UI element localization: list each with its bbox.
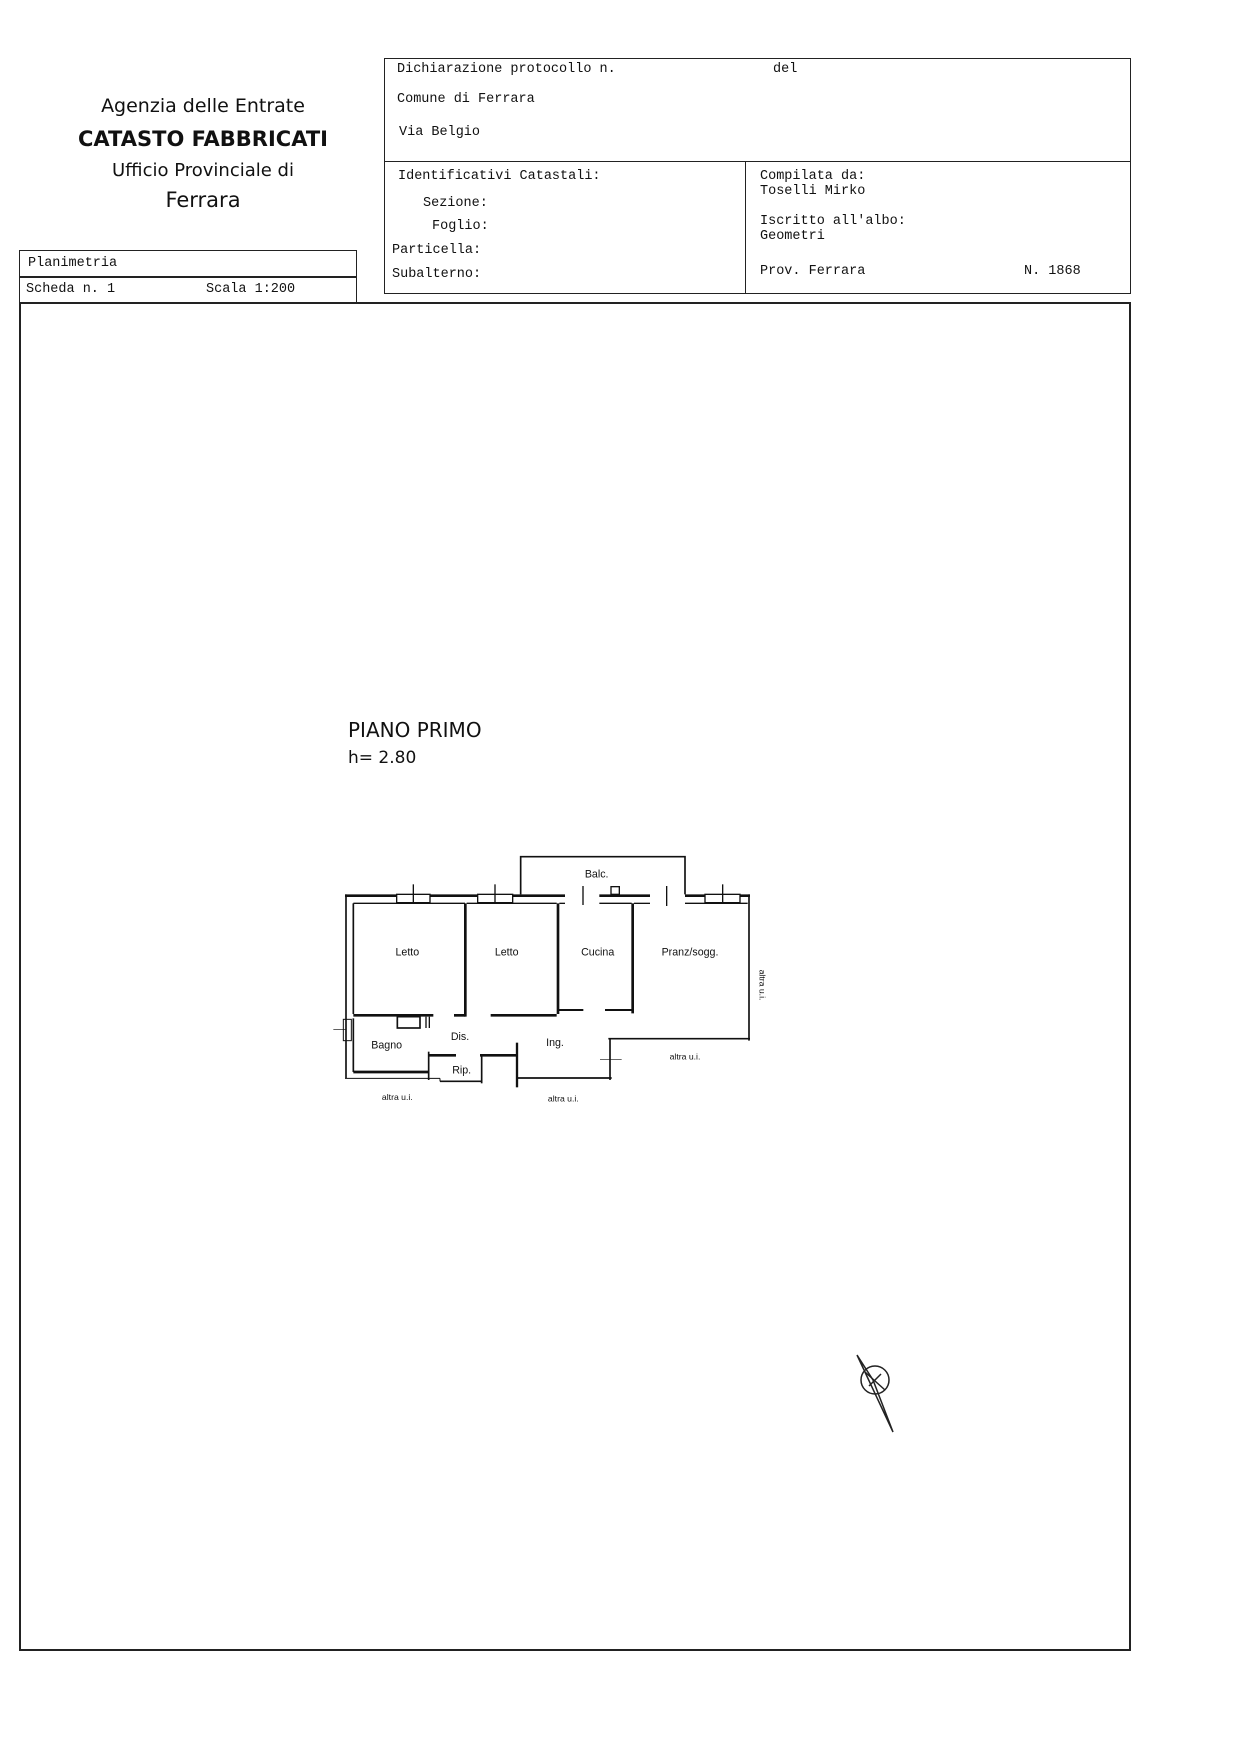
divider: [19, 276, 357, 278]
room-label-letto: Letto: [395, 946, 419, 958]
floor-height: h= 2.80: [348, 748, 417, 768]
comune: Comune di Ferrara: [397, 92, 535, 107]
door-marks: [333, 884, 724, 1060]
albo-label: Iscritto all'albo:: [760, 214, 906, 229]
province: Prov. Ferrara: [760, 264, 866, 279]
room-label-disimpegno: Dis.: [451, 1031, 469, 1043]
protocol-label: Dichiarazione protocollo n.: [397, 62, 616, 77]
albo-value: Geometri: [760, 229, 825, 244]
room-label-ingresso: Ing.: [546, 1037, 564, 1049]
neighbor-label: altra u.i.: [548, 1094, 579, 1104]
neighbor-label: altra u.i.: [670, 1051, 701, 1061]
room-label-pranzo: Pranz/sogg.: [662, 946, 719, 958]
agency-name: Agenzia delle Entrate: [101, 95, 305, 117]
sezione-label: Sezione:: [423, 196, 488, 211]
divider: [745, 161, 746, 294]
scheda-number: Scheda n. 1: [26, 282, 116, 297]
room-label-cucina: Cucina: [581, 946, 614, 958]
room-label-bagno: Bagno: [371, 1039, 402, 1051]
particella-label: Particella:: [392, 243, 482, 258]
catasto-title: CATASTO FABBRICATI: [78, 127, 328, 151]
divider: [384, 161, 1131, 162]
compiled-by-label: Compilata da:: [760, 169, 866, 184]
neighbor-label: altra u.i.: [382, 1092, 413, 1102]
room-label-ripostiglio: Rip.: [452, 1064, 471, 1076]
subalterno-label: Subalterno:: [392, 267, 482, 282]
compiler-name: Toselli Mirko: [760, 184, 866, 199]
neighbor-label: altra u.i.: [757, 970, 767, 1001]
identifiers-title: Identificativi Catastali:: [398, 169, 601, 184]
scale-label: Scala 1:200: [206, 282, 296, 297]
floor-plan: Letto Letto Cucina Pranz/sogg. Balc. Dis…: [333, 855, 767, 1104]
address: Via Belgio: [399, 125, 481, 140]
office-city: Ferrara: [165, 188, 241, 212]
registration-number: N. 1868: [1024, 264, 1081, 279]
north-arrow-icon: [856, 1354, 894, 1433]
foglio-label: Foglio:: [432, 219, 489, 234]
del-label: del: [773, 62, 798, 77]
floor-title: PIANO PRIMO: [348, 718, 482, 742]
drawing-frame: [19, 302, 1131, 1651]
sheet-type: Planimetria: [28, 256, 118, 271]
room-label-balcone: Balc.: [585, 868, 609, 880]
office-label: Ufficio Provinciale di: [112, 160, 294, 181]
room-label-letto: Letto: [495, 946, 519, 958]
declaration-box: [384, 58, 1131, 294]
